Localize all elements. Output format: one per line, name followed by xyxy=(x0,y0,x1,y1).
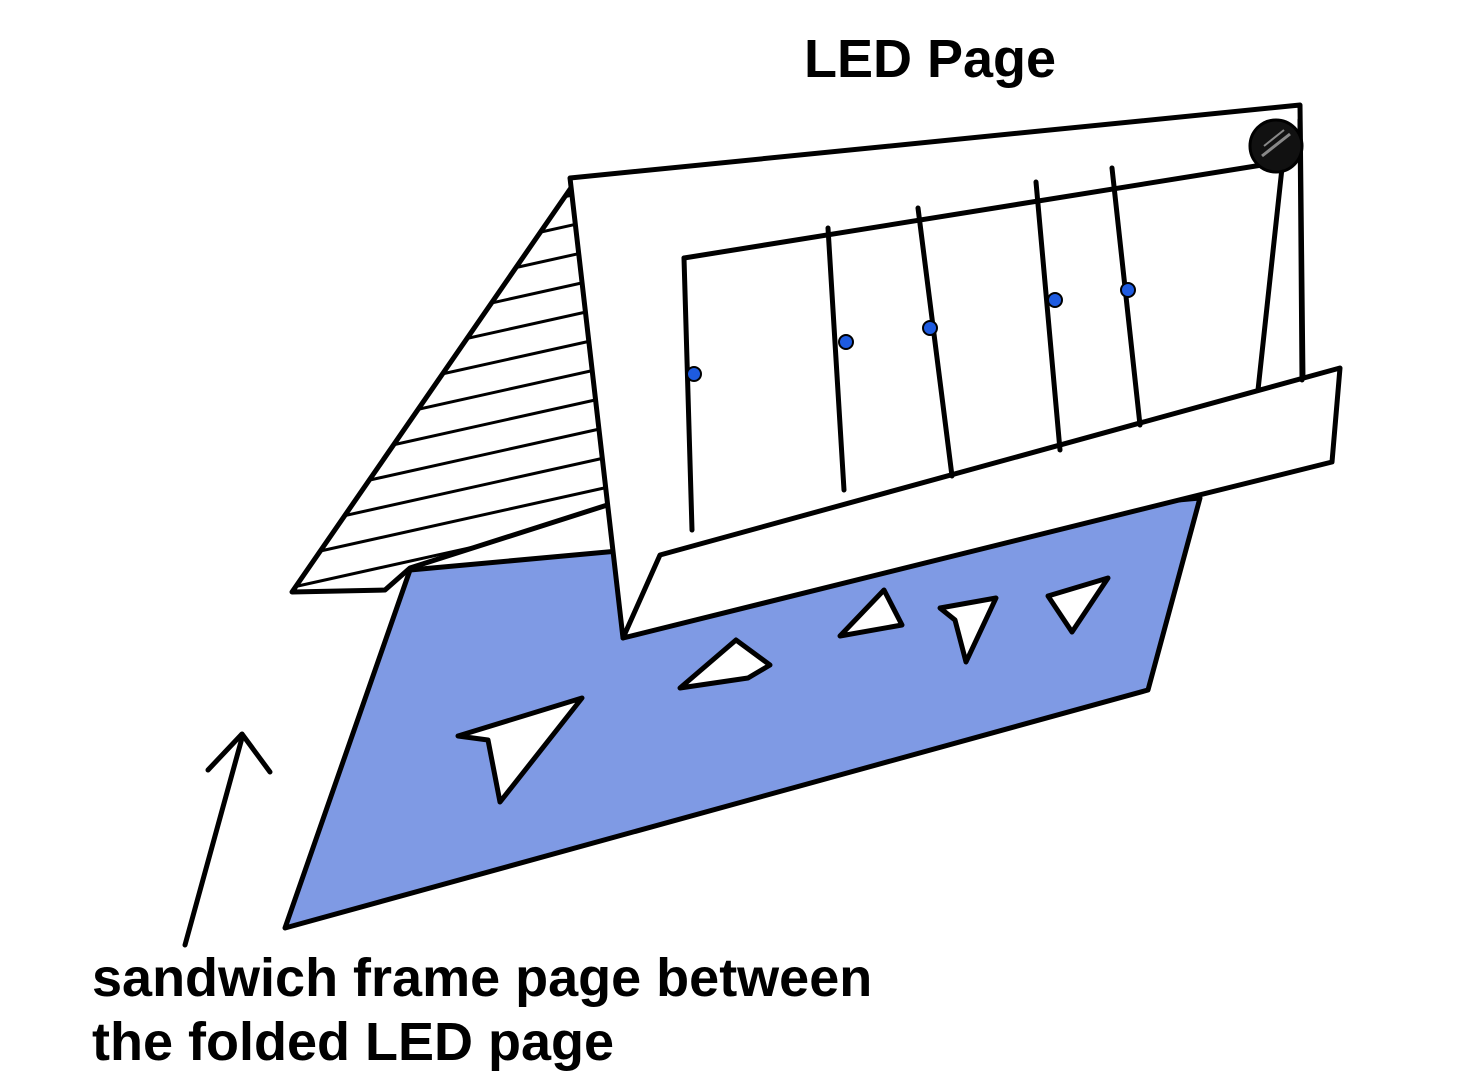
battery-trace xyxy=(1255,165,1285,393)
caption-line-1: sandwich frame page between xyxy=(92,948,873,1008)
leds xyxy=(686,282,1136,382)
cutout-1 xyxy=(455,695,585,805)
led-2 xyxy=(838,334,854,350)
arrow-up-icon xyxy=(182,731,273,948)
cutout-4 xyxy=(937,595,999,665)
coin-battery-icon xyxy=(1248,118,1304,174)
diagram-caption: sandwich frame page between the folded L… xyxy=(92,946,872,1074)
trace-3 xyxy=(915,205,955,479)
led-page-flap xyxy=(620,365,1343,641)
caption-line-2: the folded LED page xyxy=(92,1012,615,1072)
trace-4 xyxy=(1033,179,1063,453)
cutout-5 xyxy=(1045,575,1111,635)
diagram-title: LED Page xyxy=(804,29,1057,89)
led-3 xyxy=(922,320,938,336)
frame-cutouts xyxy=(455,575,1111,805)
cutout-3 xyxy=(837,587,905,639)
top-bus-trace xyxy=(681,162,1265,261)
trace-1 xyxy=(681,255,695,533)
cutout-2 xyxy=(677,637,773,691)
led-4 xyxy=(1047,292,1063,308)
led-1 xyxy=(686,366,702,382)
led-5 xyxy=(1120,282,1136,298)
right-edge-trace xyxy=(1297,117,1305,383)
trace-2 xyxy=(825,225,847,493)
